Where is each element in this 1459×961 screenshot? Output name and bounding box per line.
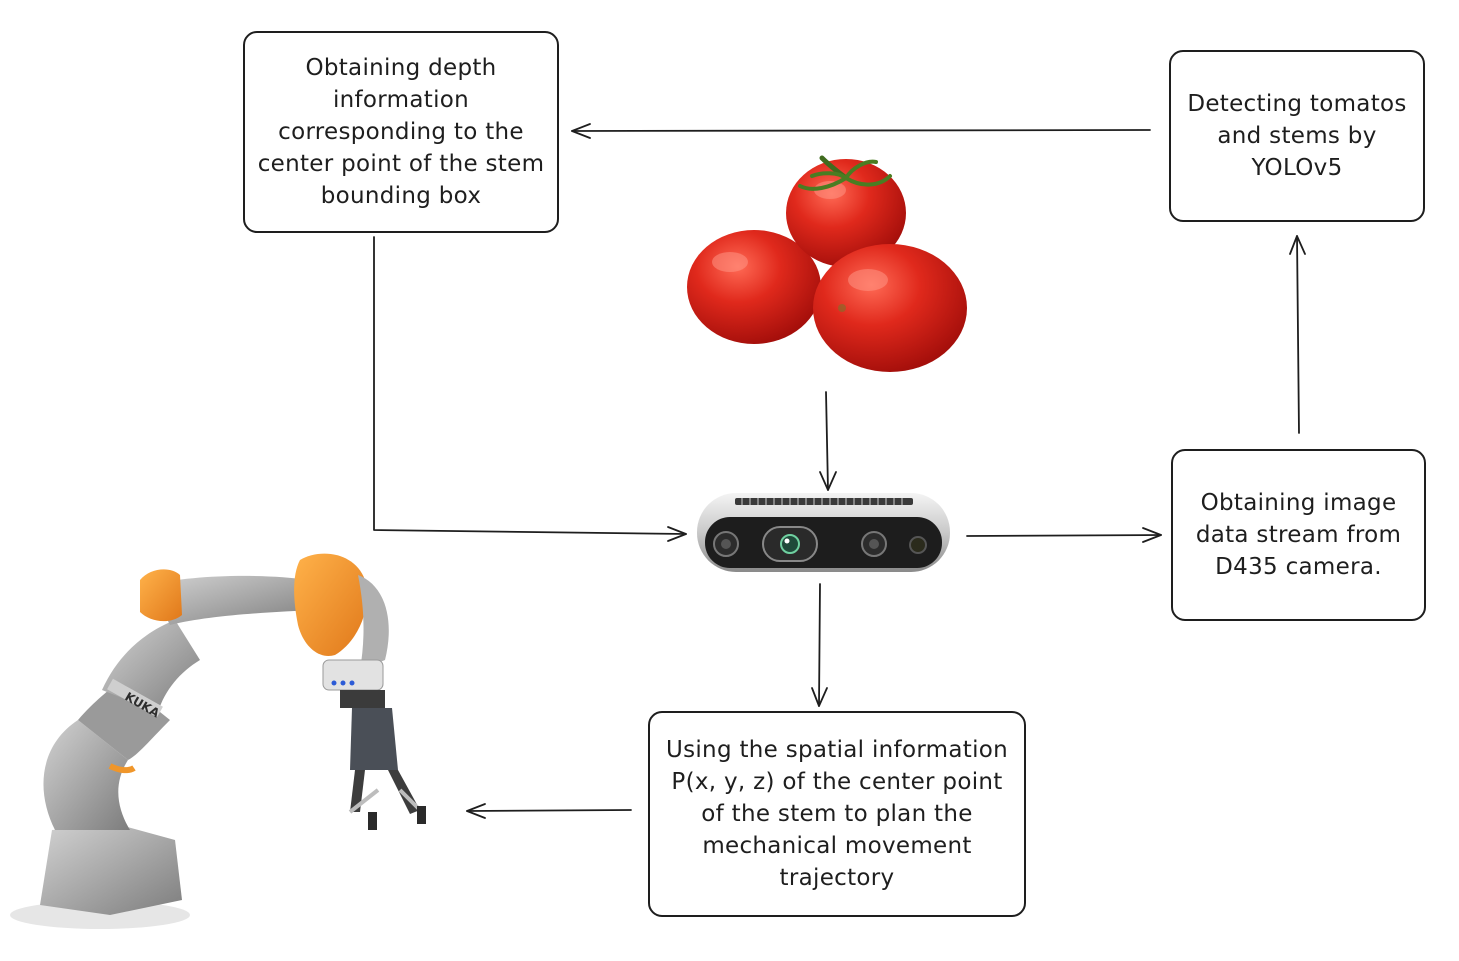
depth-camera-image bbox=[697, 493, 950, 572]
arrow-depth-to-camera bbox=[373, 236, 687, 542]
depth-info-box: Obtaining depth information correspondin… bbox=[243, 31, 559, 233]
detection-box: Detecting tomatos and stems by YOLOv5 bbox=[1169, 50, 1425, 222]
trajectory-plan-text: Using the spatial information P(x, y, z)… bbox=[665, 737, 1009, 891]
image-stream-box: Obtaining image data stream from D435 ca… bbox=[1171, 449, 1426, 621]
arrow-stream-to-detect bbox=[1289, 235, 1306, 434]
depth-info-text: Obtaining depth information correspondin… bbox=[257, 55, 545, 209]
trajectory-plan-box: Using the spatial information P(x, y, z)… bbox=[648, 711, 1026, 917]
robot-arm-image: KUKA bbox=[10, 553, 426, 929]
arrow-camera-to-stream bbox=[966, 527, 1162, 543]
arrow-tomato-to-camera bbox=[819, 391, 837, 491]
arrow-camera-to-plan bbox=[811, 583, 828, 707]
arrow-plan-to-robot bbox=[466, 803, 632, 819]
arrow-detect-to-depth bbox=[571, 123, 1151, 139]
detection-text: Detecting tomatos and stems by YOLOv5 bbox=[1187, 91, 1407, 181]
image-stream-text: Obtaining image data stream from D435 ca… bbox=[1195, 490, 1402, 580]
tomato-cluster-image bbox=[687, 155, 967, 372]
